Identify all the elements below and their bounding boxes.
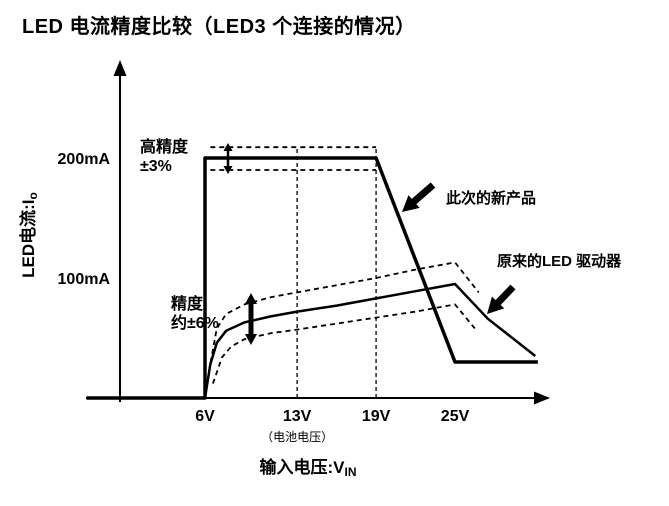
arrow-head — [245, 334, 257, 345]
chart-title: LED 电流精度比较（LED3 个连接的情况） — [22, 16, 416, 38]
arrow-head — [223, 143, 233, 151]
old-driver-pointer-arrow-icon — [487, 284, 516, 314]
x-tick-6V: 6V — [195, 408, 215, 425]
annotation-tolerance-new: 高精度 ±3% — [140, 137, 189, 175]
x-tick-19V: 19V — [362, 408, 391, 425]
annotation-text: ±3% — [140, 158, 172, 175]
x-axis-label: 输入电压:VIN — [260, 457, 357, 479]
arrow-head — [487, 296, 505, 314]
annotation-text: 高精度 — [140, 137, 189, 156]
arrow-shaft — [409, 182, 436, 207]
y-axis-label: LED电流:Io — [18, 192, 40, 278]
arrow-head — [245, 293, 257, 304]
x-tick-13V: 13V — [283, 408, 312, 425]
arrow-head — [223, 166, 233, 174]
y-axis-arrow-icon — [113, 60, 127, 76]
new-product-pointer-arrow-icon — [402, 182, 436, 212]
series-new-product — [86, 156, 538, 400]
annotation-tolerance-old: 精度约±6% — [171, 294, 219, 332]
series-old-driver-tolerance-upper — [208, 261, 480, 372]
annotation-text: 约±6% — [171, 313, 219, 332]
y-tick-100mA: 100mA — [58, 271, 111, 288]
x-axis-note: （电池电压） — [261, 430, 333, 444]
series-old-driver-tolerance-lower — [212, 303, 476, 384]
x-axis-arrow-icon — [534, 391, 550, 405]
annotation-label-old-driver: 原来的LED 驱动器 — [497, 252, 622, 270]
y-tick-200mA: 200mA — [58, 151, 111, 168]
x-tick-25V: 25V — [441, 408, 470, 425]
annotation-text: 此次的新产品 — [446, 189, 536, 207]
annotation-text: 原来的LED 驱动器 — [497, 252, 622, 270]
annotation-label-new-product: 此次的新产品 — [446, 189, 536, 207]
series-old-driver — [203, 282, 537, 399]
tolerance-old-arrow-icon — [245, 293, 257, 345]
annotation-text: 精度 — [171, 294, 204, 313]
arrow-shaft — [493, 284, 516, 308]
tolerance-new-arrow-icon — [223, 143, 233, 174]
arrow-head — [402, 195, 420, 212]
